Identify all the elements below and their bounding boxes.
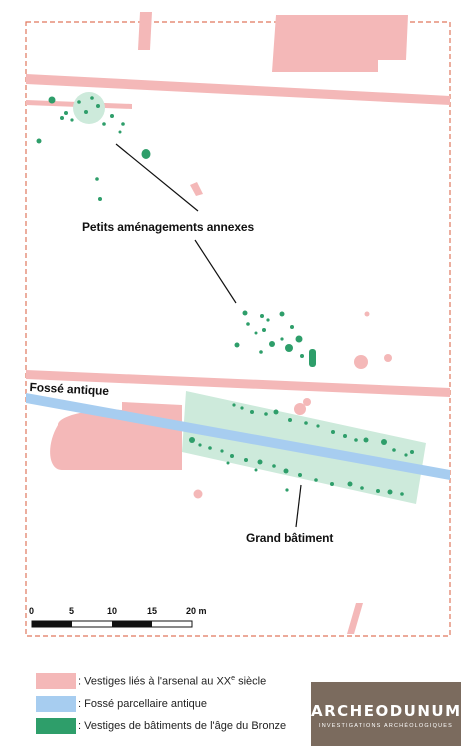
- site-map: [25, 12, 451, 637]
- legend-text-arsenal: : Vestiges liés à l'arsenal au XXe siècl…: [78, 674, 267, 688]
- legend-item-bronze: : Vestiges de bâtiments de l'âge du Bron…: [36, 718, 286, 734]
- logo-title: ARCHEODUNUM: [311, 702, 462, 720]
- legend-item-arsenal: : Vestiges liés à l'arsenal au XXe siècl…: [36, 673, 266, 689]
- arsenal-pit-7: [193, 489, 203, 499]
- legend-swatch-arsenal: [36, 673, 76, 689]
- arsenal-pit-3: [364, 311, 370, 317]
- leader-building: [295, 484, 302, 528]
- antique-ditch: [26, 393, 450, 480]
- legend-item-ditch: : Fossé parcellaire antique: [36, 696, 207, 712]
- arsenal-strip-south: [26, 370, 450, 397]
- excavation-boundary: [25, 21, 451, 637]
- scale-tick-10: 10: [107, 606, 118, 616]
- arsenal-wall-top: [138, 12, 152, 50]
- bronze-zone-circle: [73, 92, 105, 124]
- legend-text-bronze: : Vestiges de bâtiments de l'âge du Bron…: [78, 720, 287, 732]
- arsenal-pit-2: [384, 354, 392, 362]
- label-annexes: Petits aménagements annexes: [82, 220, 255, 234]
- legend-text-ditch: : Fossé parcellaire antique: [78, 698, 208, 710]
- leader-annexes-north: [115, 143, 199, 212]
- legend-swatch-bronze: [36, 718, 76, 734]
- scale-bar: [31, 620, 193, 628]
- logo-subtitle: INVESTIGATIONS ARCHÉOLOGIQUES: [318, 723, 454, 729]
- scale-tick-5: 5: [69, 606, 75, 616]
- arsenal-strip-north: [26, 74, 450, 105]
- archeodunum-logo: ARCHEODUNUM INVESTIGATIONS ARCHÉOLOGIQUE…: [311, 682, 461, 746]
- scale-tick-15: 15: [147, 606, 158, 616]
- arsenal-remains: [26, 12, 450, 634]
- leader-lines: [115, 143, 302, 528]
- legend-swatch-ditch: [36, 696, 76, 712]
- label-grand-building: Grand bâtiment: [246, 531, 334, 545]
- arsenal-building: [272, 15, 408, 72]
- arsenal-wall-bottom: [347, 603, 363, 634]
- arsenal-pit-4: [294, 403, 306, 415]
- scale-tick-0: 0: [29, 606, 35, 616]
- arsenal-pit-1: [354, 355, 368, 369]
- bronze-postholes: [36, 96, 414, 496]
- arsenal-fragment: [190, 182, 203, 196]
- leader-annexes-south: [194, 239, 237, 304]
- arsenal-pit-5: [303, 398, 311, 406]
- scale-tick-20: 20 m: [186, 606, 207, 616]
